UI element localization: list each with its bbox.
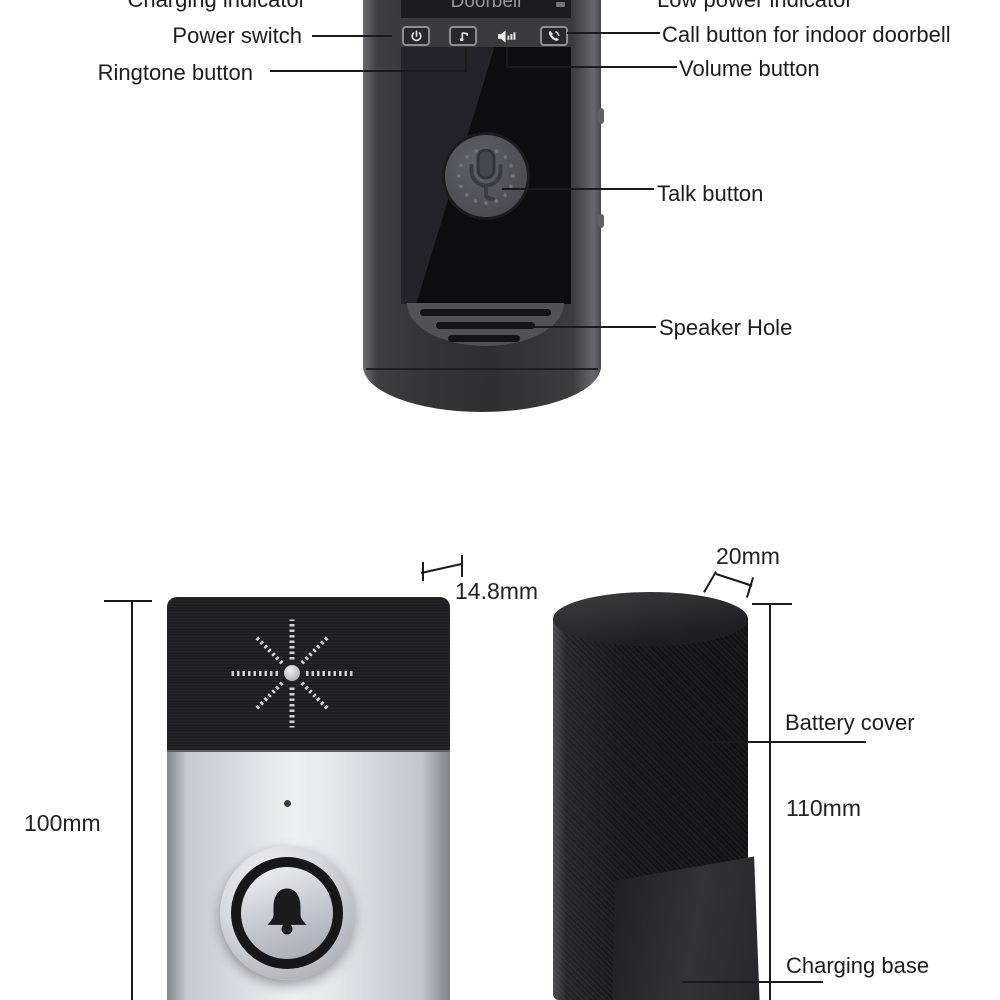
leader-line-volume (506, 66, 677, 68)
starburst-ray (306, 670, 354, 676)
side-top-cap (553, 592, 748, 646)
dim-label-110mm: 110mm (786, 795, 861, 821)
leader-line-speaker-hole (532, 326, 656, 328)
dim-100mm-tbar (104, 600, 152, 602)
body-seam (366, 368, 598, 370)
dim-20-line (715, 573, 753, 587)
power-button (402, 26, 430, 46)
speaker-slot (448, 335, 520, 342)
leader-line-battery-cover (684, 741, 866, 743)
starburst-ray (230, 670, 278, 676)
leader-line-call (567, 32, 660, 34)
label-charging-base: Charging base (786, 953, 930, 978)
label-battery-cover: Battery cover (785, 710, 915, 735)
label-talk-button: Talk button (657, 181, 764, 206)
speaker-slot (420, 309, 551, 316)
charging-base (612, 856, 760, 1000)
dim-label-148mm: 14.8mm (455, 578, 539, 604)
screen-title-text: Doorbell (450, 0, 522, 12)
speaker-slot (436, 322, 535, 329)
label-charging-indicator: Charging indicator (110, 0, 306, 13)
dim-148-line (420, 562, 463, 574)
starburst-ray (300, 680, 329, 710)
dim-100mm-line (131, 601, 133, 1000)
phone-call-icon (548, 30, 560, 41)
label-speaker-hole: Speaker Hole (659, 315, 793, 340)
indoor-screen: Doorbell (401, 0, 571, 18)
starburst-ray (289, 687, 295, 727)
label-low-power-indicator: Low power indicator (657, 0, 853, 13)
leader-line-talk (502, 188, 654, 190)
leader-line-volume-v (506, 47, 508, 68)
starburst-ray (300, 635, 329, 665)
label-call-button: Call button for indoor doorbell (662, 22, 951, 47)
starburst-ray (255, 680, 284, 710)
outdoor-speaker-panel (167, 597, 450, 750)
label-ringtone-button: Ringtone button (97, 60, 253, 85)
dim-148-tick-right (461, 555, 463, 577)
ringtone-button (449, 26, 477, 46)
dim-110mm-tbar (752, 603, 792, 605)
bell-icon (267, 888, 307, 935)
leader-line-power-switch (312, 35, 392, 37)
battery-status-icon (556, 2, 565, 7)
volume-button (491, 26, 521, 46)
starburst-ray (289, 619, 295, 659)
leader-line-charging-base (682, 981, 823, 983)
dim-110mm-line (769, 604, 771, 1000)
side-button-nub (598, 214, 604, 228)
microphone-hole (284, 800, 291, 807)
outdoor-unit (167, 597, 450, 1000)
dim-label-20mm: 20mm (716, 543, 780, 569)
side-button-nub (598, 108, 604, 124)
power-icon (410, 29, 422, 41)
label-power-switch: Power switch (172, 23, 302, 48)
music-note-icon (459, 31, 468, 41)
leader-line-ringtone (270, 70, 467, 72)
starburst-ray (255, 635, 284, 665)
leader-line-ringtone-v (465, 48, 467, 72)
speaker-volume-icon (497, 29, 515, 43)
microphone-icon (457, 147, 515, 205)
label-volume-button: Volume button (679, 56, 820, 81)
call-button (540, 26, 568, 46)
starburst-speaker-icon (284, 665, 300, 681)
talk-button (442, 132, 530, 220)
dim-label-100mm: 100mm (24, 810, 101, 836)
dim-20-tick-right (745, 577, 755, 598)
